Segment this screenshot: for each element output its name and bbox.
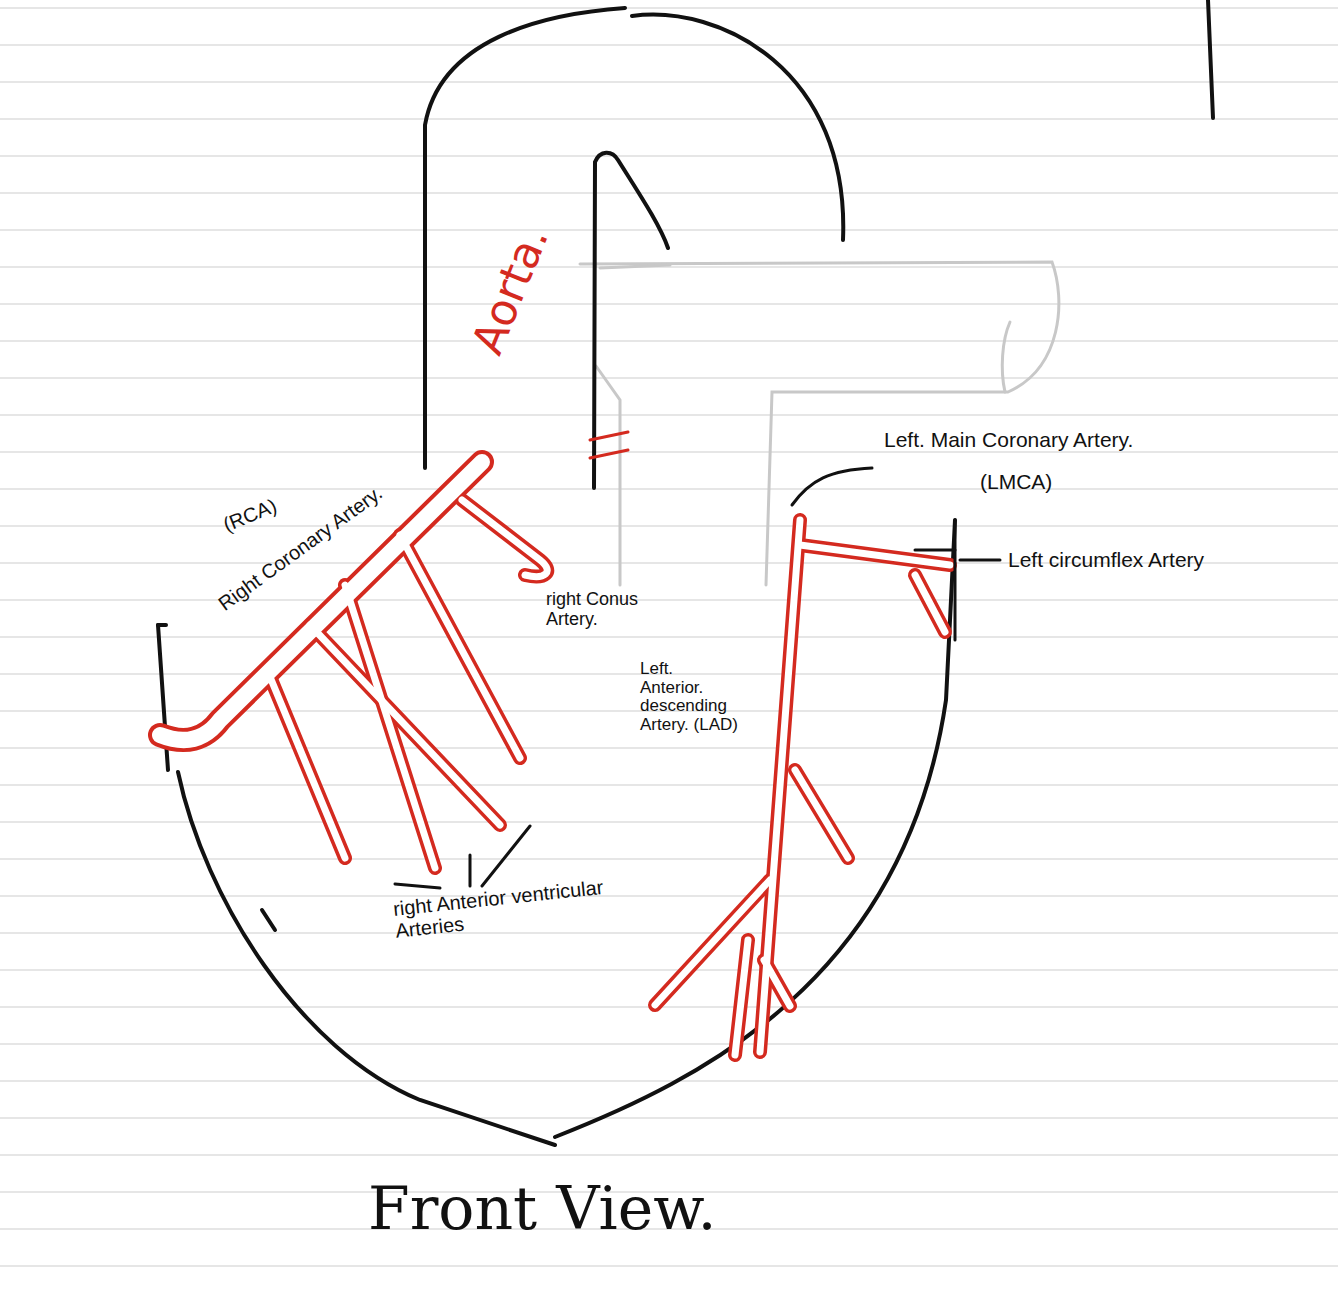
caption: Front View. <box>368 1175 717 1241</box>
artery-label: Left. Main Coronary Artery. <box>884 428 1133 451</box>
artery-label: right Anterior ventricular Arteries <box>392 872 645 942</box>
artery-label: (RCA) <box>220 494 280 535</box>
artery-label: Left circumflex Artery <box>1008 548 1204 571</box>
artery-label: Left. Anterior. descending Artery. (LAD) <box>640 660 738 735</box>
artery-label: (LMCA) <box>980 470 1052 493</box>
artery-label: right Conus Artery. <box>546 590 656 630</box>
artery-label: Aorta. <box>463 219 558 360</box>
